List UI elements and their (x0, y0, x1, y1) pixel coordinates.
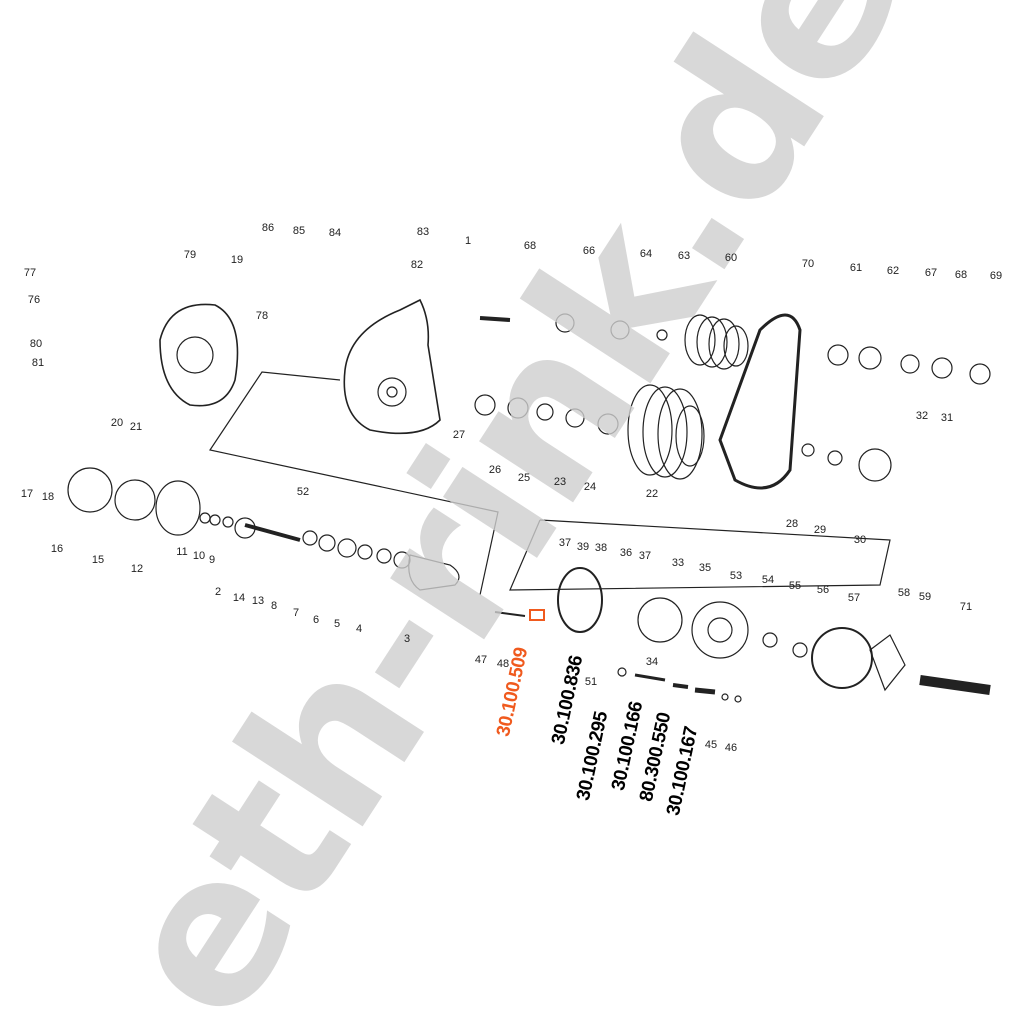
part-number-label: 46 (724, 742, 738, 754)
part-number-label: 60 (724, 252, 738, 264)
part-number-label: 29 (813, 524, 827, 536)
part-number-label: 86 (261, 222, 275, 234)
main-housing (343, 298, 441, 435)
part-number-label: 9 (208, 554, 216, 566)
part-number-label: 17 (20, 488, 34, 500)
part-number-label: 11 (176, 546, 188, 558)
part-number-label: 27 (452, 429, 466, 441)
part-number-label: 3 (403, 633, 411, 645)
belt (718, 313, 802, 490)
part-number-label: 10 (192, 550, 206, 562)
assembly-frame-right (509, 519, 891, 591)
part-number-label: 19 (230, 254, 244, 266)
part-number-label: 38 (594, 542, 608, 554)
part-number-label: 31 (940, 412, 954, 424)
part-number-label: 63 (677, 250, 691, 262)
part-number-label: 80 (29, 338, 43, 350)
part-number-label: 84 (328, 227, 342, 239)
part-number-label: 20 (110, 417, 124, 429)
pulley-60 (684, 314, 749, 370)
part-number-label: 81 (31, 357, 45, 369)
part-number-label: 57 (847, 592, 861, 604)
pulley-22 (627, 384, 705, 480)
part-number-label: 24 (583, 481, 597, 493)
assembly-frame (209, 371, 499, 596)
part-number-label: 62 (886, 265, 900, 277)
part-number-label: 26 (488, 464, 502, 476)
part-number-label: 12 (130, 563, 144, 575)
part-number-label: 67 (924, 267, 938, 279)
part-number-label: 83 (416, 226, 430, 238)
part-number-label: 32 (915, 410, 929, 422)
part-number-label: 54 (761, 574, 775, 586)
part-number-label: 7 (292, 607, 300, 619)
part-number-label: 28 (785, 518, 799, 530)
part-number-label: 59 (918, 591, 932, 603)
part-number-label: 5 (333, 618, 341, 630)
part-number-label: 35 (698, 562, 712, 574)
gear-39 (557, 567, 603, 633)
part-number-label: 69 (989, 270, 1003, 282)
part-number-label: 58 (897, 587, 911, 599)
part-number-label: 33 (671, 557, 685, 569)
part-number-label: 8 (270, 600, 278, 612)
gear-housing (159, 303, 239, 407)
part-number-label: 68 (523, 240, 537, 252)
part-number-label: 76 (27, 294, 41, 306)
part-number-label: 21 (129, 421, 143, 433)
part-number-label: 53 (729, 570, 743, 582)
part-number-label: 77 (23, 267, 37, 279)
part-number-label: 70 (801, 258, 815, 270)
part-number-label: 30 (853, 534, 867, 546)
part-number-label: 22 (645, 488, 659, 500)
part-number-label: 56 (816, 584, 830, 596)
part-number-label: 13 (251, 595, 265, 607)
part-number-label: 51 (584, 676, 598, 688)
part-number-label: 37 (638, 550, 652, 562)
part-number-label: 82 (410, 259, 424, 271)
part-number-label: 61 (849, 262, 863, 274)
part-number-label: 45 (704, 739, 718, 751)
part-number-label: 34 (645, 656, 659, 668)
part-number-label: 2 (214, 586, 222, 598)
part-number-label: 64 (639, 248, 653, 260)
part-number-label: 47 (474, 654, 488, 666)
part-number-label: 15 (91, 554, 105, 566)
gear-57 (811, 627, 873, 689)
part-number-label: 37 (558, 537, 572, 549)
part-number-label: 4 (355, 623, 363, 635)
part-number-label: 52 (296, 486, 310, 498)
part-number-label: 25 (517, 472, 531, 484)
part-number-label: 23 (553, 476, 567, 488)
part-number-label: 85 (292, 225, 306, 237)
part-number-label: 71 (959, 601, 973, 613)
part-number-label: 36 (619, 547, 633, 559)
part-number-label: 78 (255, 310, 269, 322)
part-number-label: 14 (232, 592, 246, 604)
part-number-label: 18 (41, 491, 55, 503)
part-number-label: 48 (496, 658, 510, 670)
part-number-label: 1 (464, 235, 472, 247)
part-number-label: 16 (50, 543, 64, 555)
part-number-label: 68 (954, 269, 968, 281)
part-number-label: 79 (183, 249, 197, 261)
part-3 (408, 554, 460, 591)
part-number-label: 39 (576, 541, 590, 553)
part-number-label: 55 (788, 580, 802, 592)
part-number-label: 66 (582, 245, 596, 257)
part-number-label: 6 (312, 614, 320, 626)
